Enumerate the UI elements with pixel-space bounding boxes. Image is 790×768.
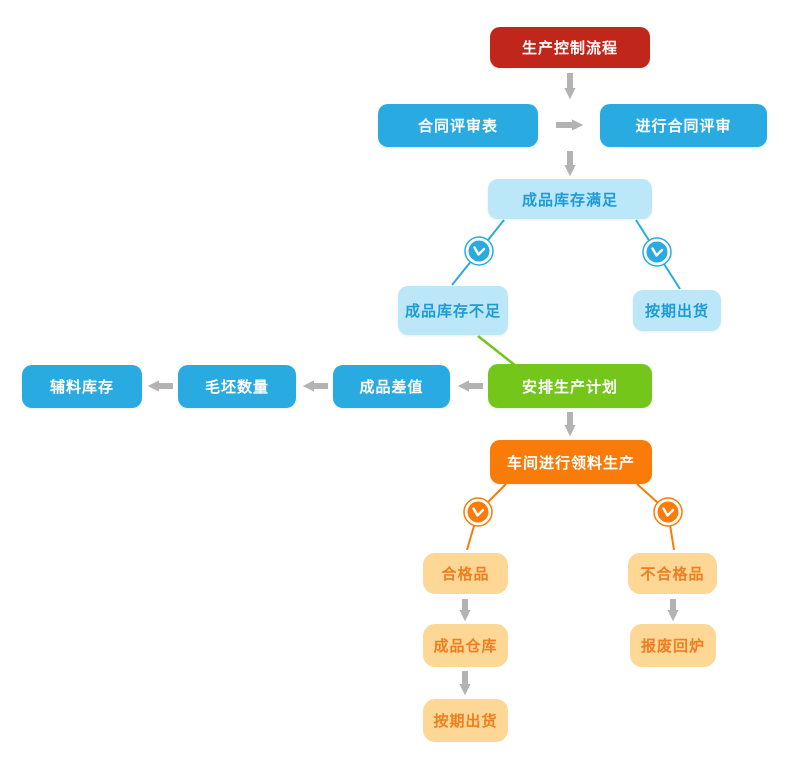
clock-icon — [463, 497, 493, 527]
node-finished-goods-warehouse: 成品仓库 — [423, 624, 508, 667]
node-conduct-contract-review: 进行合同评审 — [600, 104, 767, 147]
node-workshop-production: 车间进行领料生产 — [490, 440, 652, 484]
node-contract-review-form: 合同评审表 — [378, 104, 538, 147]
connector-insufficient-to-plan — [477, 335, 517, 367]
node-production-control-process: 生产控制流程 — [490, 27, 650, 68]
node-qualified-products: 合格品 — [423, 553, 508, 594]
node-blank-quantity: 毛坯数量 — [178, 365, 296, 408]
node-ship-on-schedule-1: 按期出货 — [633, 290, 721, 331]
node-stock-sufficient: 成品库存满足 — [488, 179, 652, 219]
clock-icon — [642, 237, 672, 267]
node-scrap-remelt: 报废回炉 — [630, 624, 716, 667]
node-ship-on-schedule-2: 按期出货 — [423, 699, 508, 742]
node-aux-material-stock: 辅料库存 — [22, 365, 142, 408]
node-finished-goods-difference: 成品差值 — [333, 365, 450, 408]
clock-icon — [464, 236, 494, 266]
node-stock-insufficient: 成品库存不足 — [398, 286, 508, 335]
clock-icon — [653, 497, 683, 527]
node-unqualified-products: 不合格品 — [628, 553, 717, 594]
node-arrange-production-plan: 安排生产计划 — [488, 364, 652, 408]
